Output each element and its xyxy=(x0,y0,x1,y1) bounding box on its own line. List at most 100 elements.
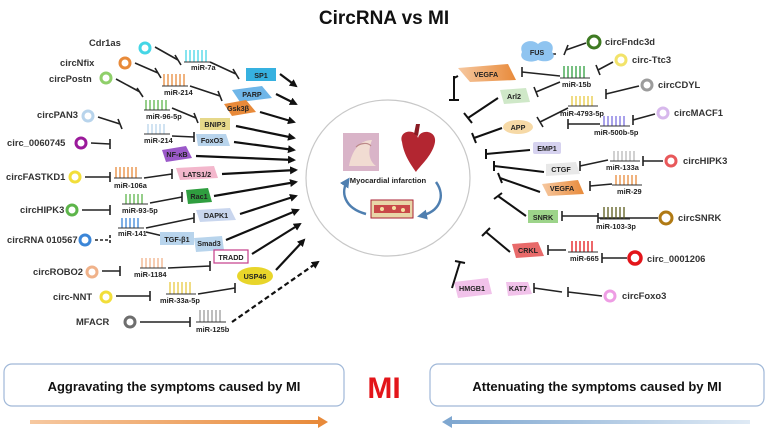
mirna-label: miR-214 xyxy=(164,88,194,97)
mirna-glyph xyxy=(184,50,210,63)
mirna-glyph xyxy=(612,175,642,186)
circmacf1-ring-icon xyxy=(656,106,670,120)
aggravating-panel: Aggravating the symptoms caused by MI xyxy=(3,363,345,407)
chest-pain-image xyxy=(343,133,379,171)
circrna-label: MFACR xyxy=(76,316,110,327)
circfoxo3-ring-icon xyxy=(603,289,617,303)
circrna-label: circPAN3 xyxy=(37,109,78,120)
mirna-label: miR-15b xyxy=(562,80,592,89)
mirna-glyph xyxy=(196,310,226,323)
protein-label: Arl2 xyxy=(507,92,521,101)
right-inhibition-lines xyxy=(563,42,663,297)
right-circrna-network: circFndc3d circ-Ttc3 circCDYL circMACF1 … xyxy=(449,34,727,303)
protein-shape xyxy=(546,162,580,176)
left-circrna-network: Cdr1as circNfix circPostn circPAN3 circ_… xyxy=(6,37,320,334)
mfacr-ring-icon xyxy=(123,315,137,329)
circ-nnt-ring-icon xyxy=(99,290,113,304)
protein-shape xyxy=(196,208,236,222)
circrna-label: circROBO2 xyxy=(33,266,83,277)
mirna-glyph xyxy=(610,151,640,162)
protein-label: APP xyxy=(511,123,526,132)
circrna-label: circCDYL xyxy=(658,79,700,90)
mirna-glyph xyxy=(568,241,598,253)
protein-shape xyxy=(162,146,192,162)
heart-image xyxy=(401,124,436,172)
mirna-glyph xyxy=(114,167,142,179)
circsnrk-ring-icon xyxy=(658,210,674,226)
protein-shape xyxy=(200,118,230,130)
left-inhibition-lines xyxy=(82,46,191,327)
circnfix-ring-icon xyxy=(118,56,132,70)
protein-label: HMGB1 xyxy=(459,284,485,293)
artery-plaque-image xyxy=(370,199,414,219)
mirna-glyph xyxy=(144,100,170,111)
circpostn-ring-icon xyxy=(99,71,113,85)
mirna-label: miR-141 xyxy=(118,229,147,238)
protein-label: SNRK xyxy=(533,213,554,222)
mirna-label: miR-29 xyxy=(617,187,642,196)
protein-label: USP46 xyxy=(244,272,267,281)
mirna-label: miR-125b xyxy=(196,325,230,334)
mirna-label: miR-96-5p xyxy=(146,112,182,121)
circrna-label: circNfix xyxy=(60,57,95,68)
protein-shape xyxy=(196,134,230,146)
circrna-label: circFndc3d xyxy=(605,36,655,47)
mi-label: MI xyxy=(367,372,400,405)
protein-label: KAT7 xyxy=(509,284,527,293)
circhipk3-ring-icon xyxy=(65,203,79,217)
cdr1as-ring-icon xyxy=(138,41,152,55)
circrna-label: circFASTKD1 xyxy=(6,171,65,182)
protein-label: CRKL xyxy=(518,246,539,255)
protein-shape xyxy=(224,100,256,116)
mirna-label: miR-665 xyxy=(570,254,599,263)
circrobo2-ring-icon xyxy=(85,265,99,279)
protein-shape xyxy=(176,166,218,180)
mirna-label: miR-4793-5p xyxy=(560,109,604,118)
protein-label: NF-κB xyxy=(166,150,187,159)
protein-label: SP1 xyxy=(254,71,268,80)
protein-label: FUS xyxy=(530,48,545,57)
aggravating-arrow xyxy=(30,416,328,428)
mirna-label: miR-133a xyxy=(606,163,640,172)
attenuating-label: Attenuating the symptoms caused by MI xyxy=(472,379,721,394)
mirna-label: miR-1184 xyxy=(134,270,167,279)
circfastkd1-ring-icon xyxy=(68,170,82,184)
mirna-glyph xyxy=(560,66,590,79)
attenuating-panel: Attenuating the symptoms caused by MI xyxy=(429,363,765,407)
protein-shape xyxy=(500,88,530,104)
protein-shape xyxy=(512,242,544,258)
circ-ttc3-ring-icon xyxy=(614,53,628,67)
mirna-label: miR-93-5p xyxy=(122,206,158,215)
mirna-glyph xyxy=(568,96,598,107)
protein-label: CTGF xyxy=(551,165,571,174)
protein-shape xyxy=(506,282,532,296)
circrna-010567-ring-icon xyxy=(78,233,92,247)
circrna-label: circ-Ttc3 xyxy=(632,54,671,65)
protein-shape xyxy=(186,188,212,204)
circrna-label: circHIPK3 xyxy=(683,155,727,166)
protein-shape xyxy=(232,86,272,102)
protein-label: VEGFA xyxy=(474,70,498,79)
mirna-label: miR-7a xyxy=(191,63,217,72)
circfndc3d-ring-icon xyxy=(586,34,602,50)
circrna-label: circ-NNT xyxy=(53,291,92,302)
circrna-label: circRNA 010567 xyxy=(7,234,78,245)
circhipk3-right-ring-icon xyxy=(664,154,678,168)
cycle-arrow-left xyxy=(339,177,367,216)
mirna-glyph xyxy=(122,194,148,205)
protein-label: LATS1/2 xyxy=(183,170,211,179)
protein-label: FoxO3 xyxy=(201,136,223,145)
protein-shape xyxy=(213,249,249,264)
protein-label: Gsk3β xyxy=(227,104,250,113)
circcdyl-ring-icon xyxy=(640,78,654,92)
center-label: Myocardial infarction xyxy=(350,176,427,185)
mirna-protein-lines xyxy=(143,61,240,295)
protein-label: Rac1 xyxy=(190,192,207,201)
protein-shape xyxy=(521,41,554,62)
protein-shape xyxy=(246,68,276,81)
attenuating-arrow xyxy=(442,416,750,428)
mirna-glyph xyxy=(140,258,166,269)
circrna-label: circMACF1 xyxy=(674,107,723,118)
circrna-label: circPostn xyxy=(49,73,92,84)
